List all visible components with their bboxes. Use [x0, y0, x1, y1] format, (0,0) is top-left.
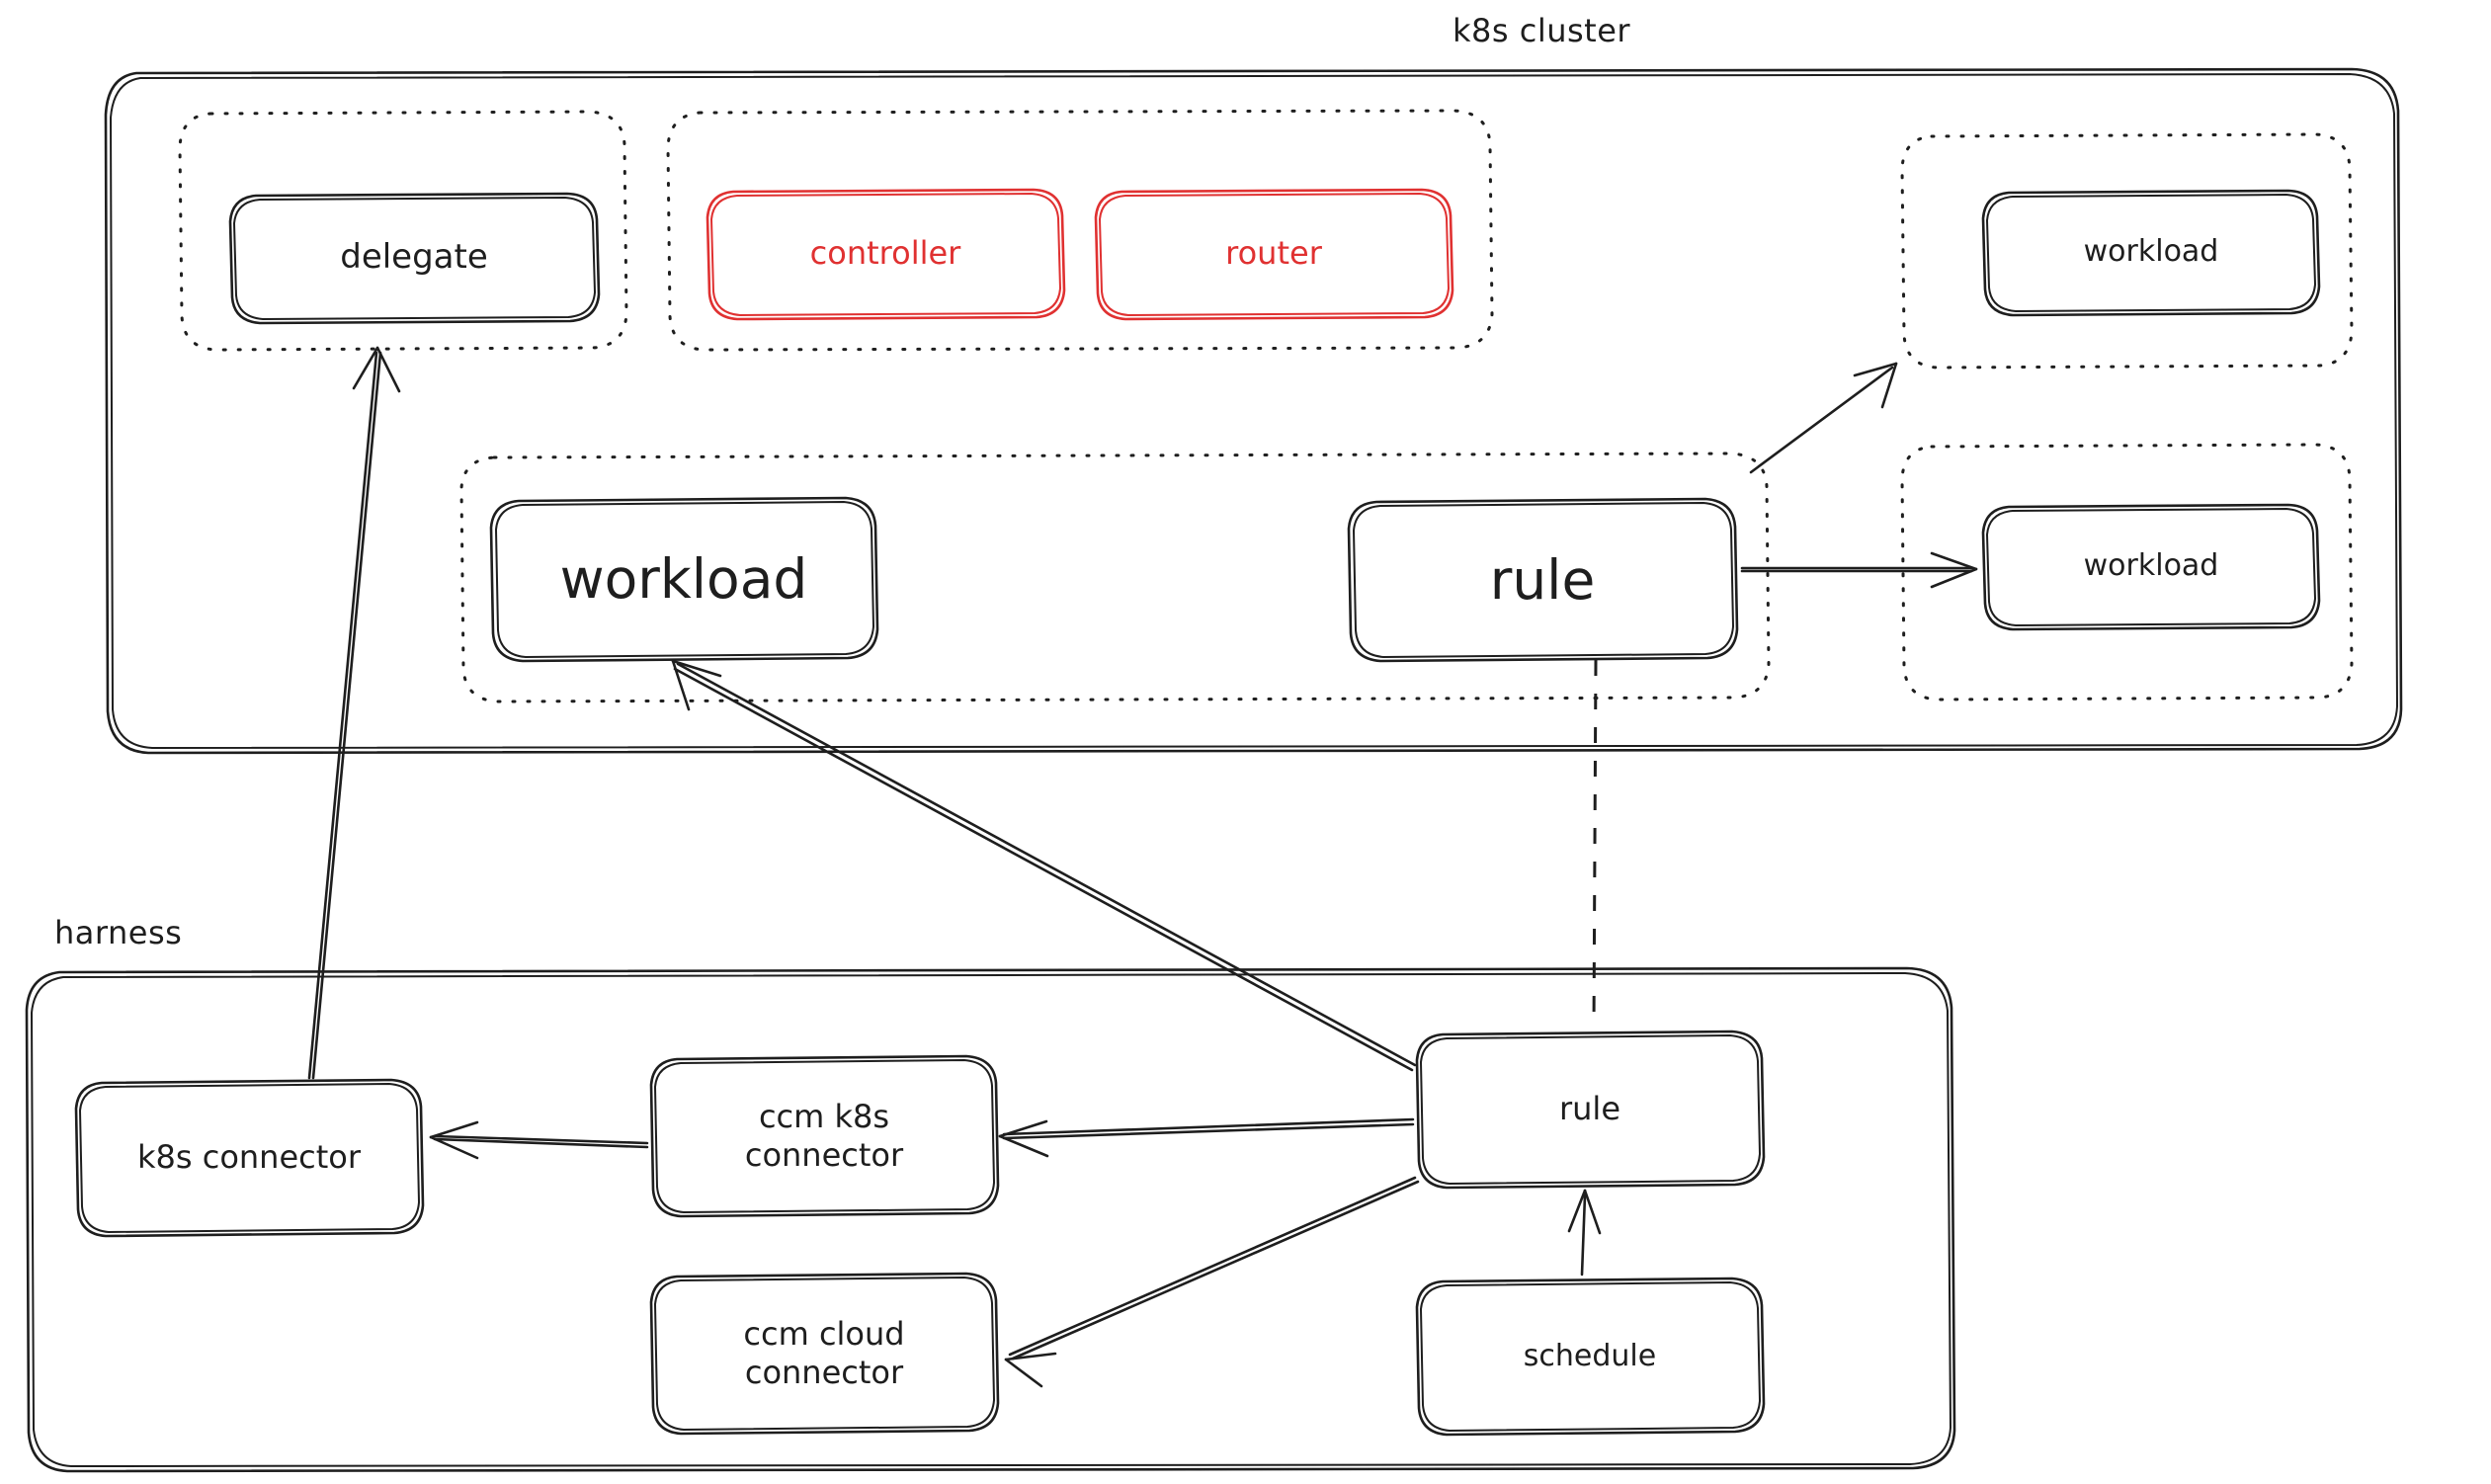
node-router-label: router	[1225, 234, 1322, 273]
edge-schedule-rule	[1567, 1189, 1602, 1277]
node-rule-cluster[interactable]	[1349, 499, 1737, 661]
group-workload-topright-dotted	[1900, 132, 2354, 370]
node-rule-harness[interactable]	[1417, 1031, 1764, 1188]
edge-rule-ccm-k8s	[998, 1117, 1415, 1158]
node-delegate-label: delegate	[340, 237, 488, 278]
node-workload-mid-right[interactable]	[1983, 505, 2319, 629]
ccm-cloud-connector-line1: ccm cloud	[743, 1314, 905, 1353]
edge-rule-workload-center	[671, 659, 1417, 1072]
node-ccm-k8s-connector[interactable]	[651, 1056, 998, 1216]
edge-k8sconnector-delegate	[307, 346, 401, 1080]
node-k8s-connector-label: k8s connector	[136, 1138, 362, 1177]
node-ccm-cloud-connector-label: ccm cloud connector	[651, 1275, 997, 1433]
edge-rule-ccm-cloud	[1004, 1176, 1420, 1388]
node-delegate-shape	[228, 192, 601, 325]
node-ccm-cloud-connector-shape	[649, 1272, 1000, 1436]
node-workload-center-label: workload	[559, 546, 808, 611]
node-k8s-connector[interactable]	[76, 1080, 423, 1236]
node-controller-shape	[706, 188, 1066, 321]
group-delegate-dotted	[178, 110, 628, 352]
ccm-k8s-connector-line1: ccm k8s	[758, 1097, 890, 1135]
node-router[interactable]	[1096, 190, 1453, 319]
edge-rulecluster-workload-topright	[1749, 362, 1898, 474]
ccm-cloud-connector-line2: connector	[744, 1354, 904, 1391]
node-ccm-k8s-connector-shape	[649, 1054, 1000, 1218]
node-schedule-label: schedule	[1523, 1338, 1657, 1373]
node-workload-midright-label: workload	[2083, 548, 2219, 584]
node-ccm-cloud-connector[interactable]	[651, 1274, 998, 1434]
edge-rulecluster-ruleharness	[1592, 659, 1598, 1031]
node-workload-midright-shape	[1981, 503, 2321, 631]
edge-rulecluster-workload-midright	[1740, 551, 1978, 589]
node-router-shape	[1094, 188, 1454, 321]
node-workload-topright-shape	[1981, 189, 2321, 317]
node-rule-cluster-label: rule	[1489, 547, 1596, 612]
node-schedule-shape	[1415, 1277, 1766, 1437]
group-k8s-cluster-boundary	[104, 67, 2403, 755]
node-rule-harness-label: rule	[1558, 1090, 1620, 1128]
node-rule-harness-shape	[1415, 1030, 1766, 1190]
node-delegate[interactable]	[230, 194, 599, 323]
node-controller-label: controller	[809, 234, 961, 273]
node-workload-topright-label: workload	[2083, 234, 2219, 270]
ccm-k8s-connector-line2: connector	[744, 1136, 904, 1174]
node-workload-center[interactable]	[491, 498, 877, 661]
node-workload-top-right[interactable]	[1983, 191, 2319, 315]
node-controller[interactable]	[707, 190, 1064, 319]
node-workload-center-shape	[489, 496, 879, 663]
node-rule-cluster-shape	[1347, 497, 1739, 663]
edge-ccmk8s-k8sconnector	[429, 1120, 649, 1160]
node-k8s-connector-shape	[74, 1078, 425, 1238]
node-schedule[interactable]	[1417, 1278, 1764, 1435]
node-ccm-k8s-connector-label: ccm k8s connector	[651, 1057, 997, 1215]
group-harness-boundary	[25, 966, 1956, 1473]
